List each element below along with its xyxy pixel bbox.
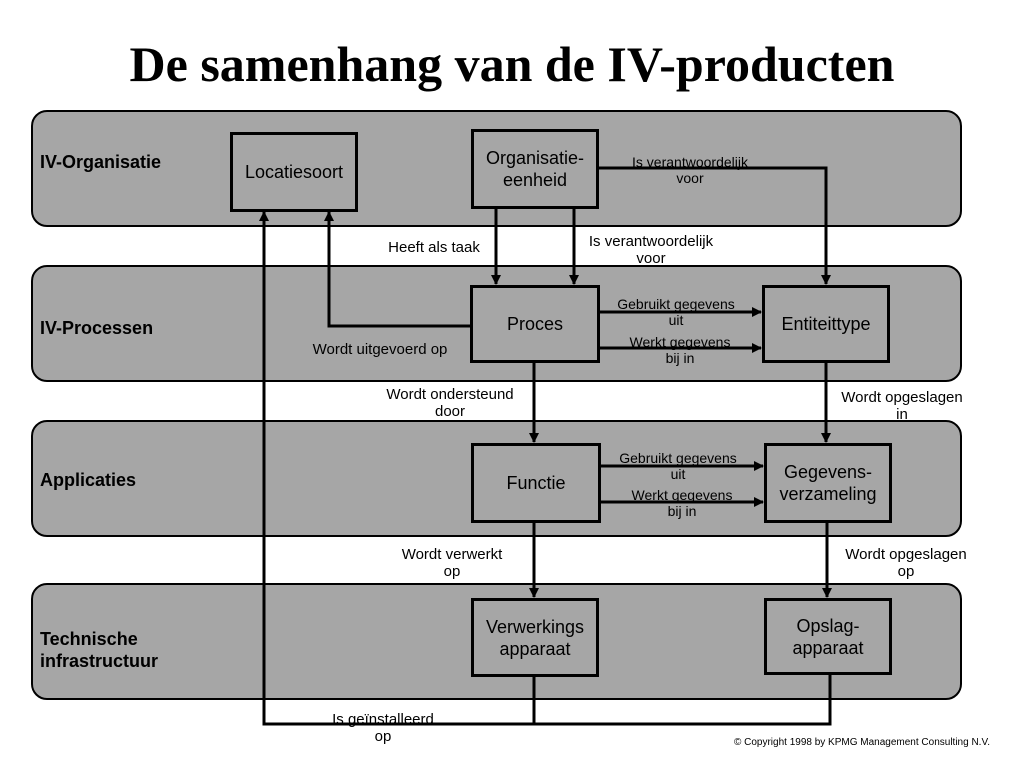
label-is-verantwoordelijk-voor-2: Is verantwoordelijk voor [588,233,714,267]
label-is-geinstalleerd-op: Is geïnstalleerd op [332,711,434,745]
label-wordt-opgeslagen-op: Wordt opgeslagen op [845,546,967,580]
box-entiteittype: Entiteittype [762,285,890,363]
edge-is-geinstalleerd-op-2 [534,674,832,726]
edge-is-geinstalleerd-op [259,211,536,726]
layer-label-iv-processen: IV-Processen [40,318,154,338]
box-gegevensverzameling: Gegevens- verzameling [764,443,892,523]
box-organisatie-eenheid: Organisatie- eenheid [471,129,599,209]
edge-is-verantwoordelijk-entiteit [598,166,831,285]
label-wordt-ondersteund-door: Wordt ondersteund door [386,386,514,420]
box-locatiesoort: Locatiesoort [230,132,358,212]
layer-label-iv-organisatie: IV-Organisatie [40,152,162,172]
edge-wordt-uitgevoerd-op [324,211,471,328]
label-wordt-opgeslagen-in: Wordt opgeslagen in [841,389,963,423]
label-is-verantwoordelijk-voor-1: Is verantwoordelijk voor [632,154,748,186]
label-werkt-gegevens-1: Werkt gegevens bij in [629,334,731,366]
layer-label-technische-infrastructuur: Technische infrastructuur [40,629,159,671]
layer-label-applicaties: Applicaties [40,470,137,490]
copyright-notice: © Copyright 1998 by KPMG Management Cons… [733,737,990,748]
box-opslagapparaat: Opslag- apparaat [764,598,892,675]
page-title: De samenhang van de IV-producten [129,36,895,92]
box-proces: Proces [470,285,600,363]
box-verwerkingsapparaat: Verwerkings apparaat [471,598,599,677]
label-werkt-gegevens-2: Werkt gegevens bij in [631,487,733,519]
label-gebruikt-gegevens-2: Gebruikt gegevens uit [619,450,737,482]
label-gebruikt-gegevens-1: Gebruikt gegevens uit [617,296,735,328]
label-wordt-verwerkt-op: Wordt verwerkt op [401,546,503,580]
box-functie: Functie [471,443,601,523]
label-wordt-uitgevoerd-op: Wordt uitgevoerd op [312,341,448,358]
label-heeft-als-taak: Heeft als taak [388,239,480,256]
